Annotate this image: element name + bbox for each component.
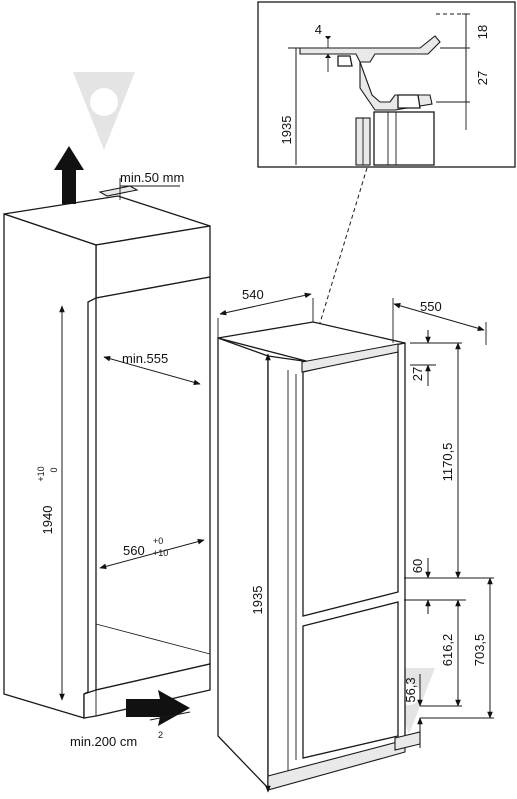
bottom-gap-label: 56,3 xyxy=(403,677,418,702)
detail-mid-label: 27 xyxy=(475,71,490,85)
lower-door-label: 616,2 xyxy=(440,634,455,667)
niche-height-label: 1940 xyxy=(40,506,55,535)
niche-width-tol-top: +0 xyxy=(153,536,163,546)
up-arrow-icon xyxy=(54,146,84,204)
niche-width-line xyxy=(99,538,205,570)
niche-width-label: 560 xyxy=(123,543,145,558)
detail-top-label: 18 xyxy=(475,25,490,39)
appliance-depth-line xyxy=(393,303,485,331)
watermark-icon xyxy=(73,72,135,150)
niche-depth-label: min.555 xyxy=(122,351,168,366)
bottom-vent-label: min.200 cm xyxy=(70,734,137,749)
niche-height-tol-top: +10 xyxy=(36,466,46,481)
appliance-height-label: 1935 xyxy=(250,586,265,615)
door-gap-label: 60 xyxy=(410,559,425,573)
top-gap-label: 27 xyxy=(410,367,425,381)
niche-depth-line xyxy=(103,356,201,385)
detail-height-label: 1935 xyxy=(279,116,294,145)
lower-door-total-label: 703,5 xyxy=(472,634,487,667)
upper-door-label: 1170,5 xyxy=(440,443,455,482)
top-vent-label: min.50 mm xyxy=(120,170,184,185)
niche-cabinet xyxy=(3,185,211,719)
appliance-depth-label: 550 xyxy=(420,299,442,314)
detail-inset xyxy=(257,1,516,168)
detail-small-label: 4 xyxy=(315,22,322,37)
bottom-vent-sup: 2 xyxy=(158,730,163,740)
appliance-width-label: 540 xyxy=(242,287,264,302)
appliance xyxy=(217,321,421,791)
niche-height-tol-bottom: 0 xyxy=(49,467,59,472)
niche-width-tol-bottom: +10 xyxy=(153,548,168,558)
right-arrow-icon xyxy=(126,690,190,726)
appliance-width-line xyxy=(219,292,312,316)
bottom-vent-leader xyxy=(149,711,191,721)
